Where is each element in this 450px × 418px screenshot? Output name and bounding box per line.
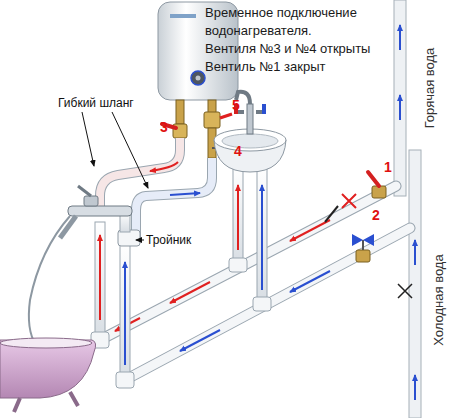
diagram-title: Временное подключение водонагревателя. <box>205 4 395 40</box>
riser-hot <box>394 0 406 196</box>
part-label: Тройник <box>146 231 191 249</box>
callout-number: 3 <box>160 118 168 136</box>
callout-number: 5 <box>232 96 240 114</box>
riser-cold <box>398 150 421 418</box>
bath-mixer <box>29 186 132 345</box>
valve-2 <box>352 234 374 262</box>
status-note: Вентиль №1 закрыт <box>205 58 325 76</box>
callout-number: 4 <box>234 142 242 160</box>
bath-supply-pipes <box>91 222 134 388</box>
riser-label: Горячая вода <box>421 48 439 129</box>
status-note: Вентиля №3 и №4 открыты <box>205 40 370 58</box>
part-label: Гибкий шланг <box>58 94 134 112</box>
tee-fitting <box>118 212 140 246</box>
flexible-hoses <box>100 138 212 238</box>
leader-lines <box>82 112 148 240</box>
callout-number: 1 <box>384 158 392 176</box>
bathtub <box>0 338 96 412</box>
sink <box>214 92 286 172</box>
sink-supply-pipes <box>229 165 271 311</box>
riser-label: Холодная вода <box>430 254 448 345</box>
callout-number: 2 <box>372 206 380 224</box>
